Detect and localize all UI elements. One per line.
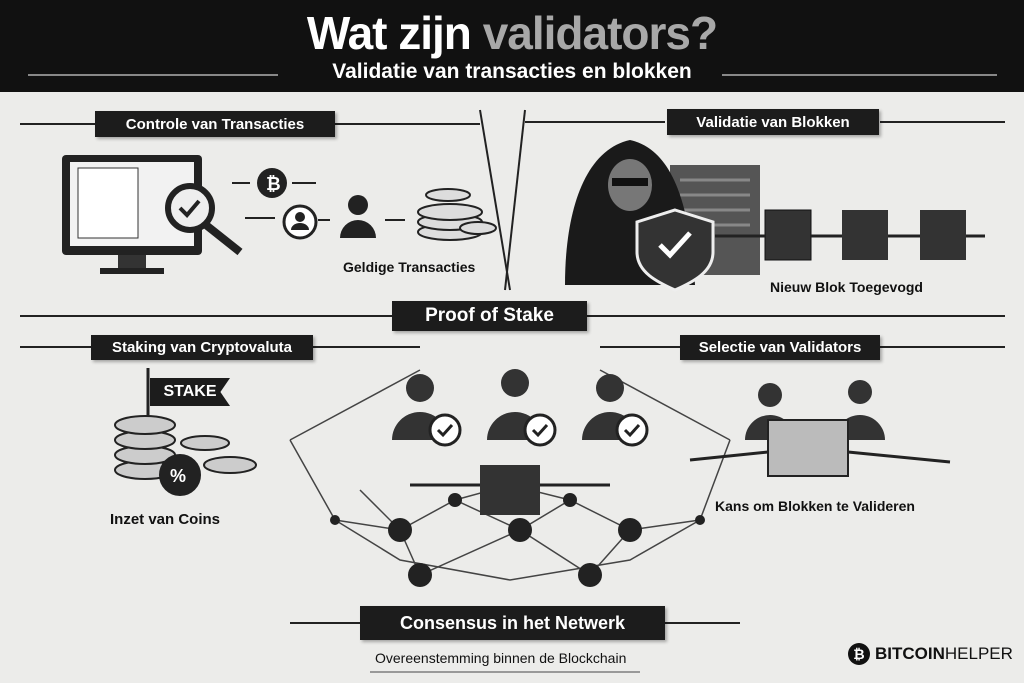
caption-chance-validate: Kans om Blokken te Valideren bbox=[715, 498, 915, 514]
bitcoinhelper-logo: ₿ BITCOINHELPER bbox=[848, 643, 1013, 665]
caption-new-block: Nieuw Blok Toegevogd bbox=[770, 279, 923, 295]
arrow-icons bbox=[232, 182, 405, 221]
section-label-transactions: Controle van Transacties bbox=[95, 111, 335, 137]
bitcoin-icon: ₿ bbox=[257, 168, 287, 198]
subtitle-rule-left bbox=[28, 74, 278, 76]
stake-flag: STAKE bbox=[150, 378, 230, 406]
section-label-blocks: Validatie van Blokken bbox=[667, 109, 879, 135]
caption-valid-transactions: Geldige Transacties bbox=[343, 259, 476, 275]
section-label-selection: Selectie van Validators bbox=[680, 335, 880, 360]
staked-coins-icon: % bbox=[114, 368, 257, 496]
user-icon bbox=[282, 204, 318, 240]
svg-text:%: % bbox=[170, 466, 186, 486]
chain-links bbox=[410, 450, 951, 487]
central-block bbox=[480, 419, 849, 515]
monitor-icon bbox=[62, 155, 243, 274]
page-title: Wat zijn validators? bbox=[306, 7, 718, 59]
network-nodes bbox=[330, 493, 705, 587]
subtitle-rule-right bbox=[722, 74, 997, 76]
shield-check-icon bbox=[635, 208, 715, 292]
caption-stake-coins: Inzet van Coins bbox=[110, 511, 221, 528]
svg-text:₿: ₿ bbox=[266, 174, 281, 194]
bitcoin-icon: ₿ bbox=[848, 643, 870, 665]
coin-stack-icon bbox=[417, 188, 497, 241]
proof-of-stake-label: Proof of Stake bbox=[392, 301, 587, 331]
section-label-consensus: Consensus in het Netwerk bbox=[360, 606, 665, 640]
person-icon bbox=[340, 195, 376, 238]
check-badge-icons bbox=[428, 413, 649, 447]
blockchain-blocks bbox=[715, 209, 985, 261]
page-subtitle: Validatie van transacties en blokken bbox=[332, 60, 692, 83]
section-label-staking: Staking van Cryptovaluta bbox=[91, 335, 313, 360]
header: Wat zijn validators? Validatie van trans… bbox=[0, 0, 1024, 92]
caption-consensus: Overeenstemming binnen de Blockchain bbox=[375, 650, 627, 666]
